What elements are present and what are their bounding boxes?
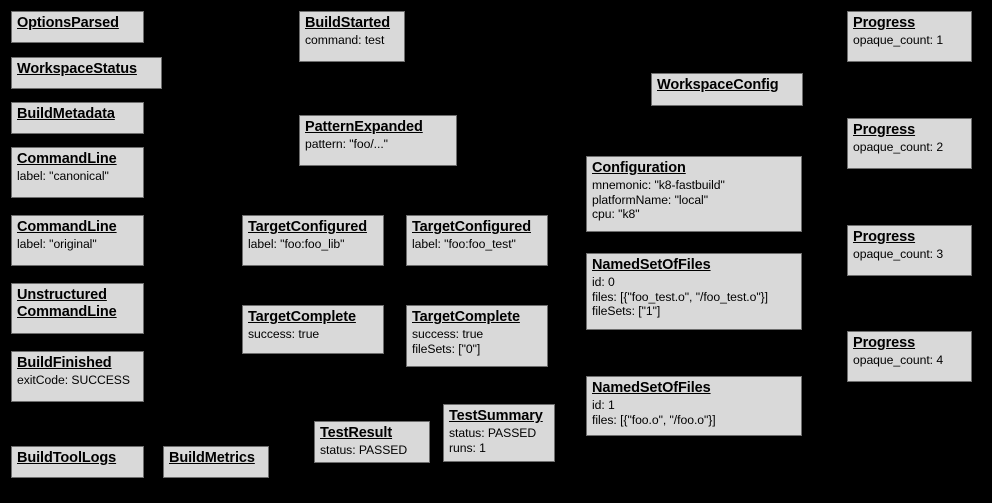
node-title: BuildFinished [17,355,112,371]
node-progress-1[interactable]: Progress opaque_count: 1 [847,11,972,62]
node-configuration[interactable]: Configuration mnemonic: "k8-fastbuild" pl… [586,156,802,232]
node-fields: success: true fileSets: ["0"] [412,327,484,356]
node-build-metadata[interactable]: BuildMetadata [11,102,144,134]
node-target-configured-lib[interactable]: TargetConfigured label: "foo:foo_lib" [242,215,384,266]
node-named-set-of-files-1[interactable]: NamedSetOfFiles id: 1 files: [{"foo.o", "… [586,376,802,436]
node-fields: status: PASSED [320,443,408,458]
node-fields: status: PASSED runs: 1 [449,426,537,455]
node-fields: label: "canonical" [17,169,109,184]
node-fields: success: true [248,327,320,342]
node-fields: opaque_count: 2 [853,140,944,155]
node-test-result[interactable]: TestResult status: PASSED [314,421,430,463]
node-title: Unstructured CommandLine [17,287,117,321]
node-build-tool-logs[interactable]: BuildToolLogs [11,446,144,478]
node-title: OptionsParsed [17,15,119,31]
node-title: BuildMetadata [17,106,115,122]
node-fields: opaque_count: 4 [853,353,944,368]
node-progress-2[interactable]: Progress opaque_count: 2 [847,118,972,169]
node-command-line-original[interactable]: CommandLine label: "original" [11,215,144,266]
node-title: BuildStarted [305,15,391,31]
node-title: Progress [853,122,916,138]
node-workspace-config[interactable]: WorkspaceConfig [651,73,803,106]
node-fields: label: "foo:foo_lib" [248,237,345,252]
node-build-finished[interactable]: BuildFinished exitCode: SUCCESS [11,351,144,402]
node-title: Progress [853,335,916,351]
node-fields: opaque_count: 3 [853,247,944,262]
node-fields: id: 0 files: [{"foo_test.o", "/foo_test.… [592,275,768,318]
node-target-complete-lib[interactable]: TargetComplete success: true [242,305,384,354]
node-fields: pattern: "foo/..." [305,137,388,152]
node-fields: id: 1 files: [{"foo.o", "/foo.o"}] [592,398,716,427]
node-build-started[interactable]: BuildStarted command: test [299,11,405,62]
node-fields: label: "original" [17,237,97,252]
node-title: WorkspaceStatus [17,61,137,77]
node-command-line-canonical[interactable]: CommandLine label: "canonical" [11,147,144,198]
node-fields: mnemonic: "k8-fastbuild" platformName: "… [592,178,725,221]
node-fields: exitCode: SUCCESS [17,373,130,388]
node-title: TargetConfigured [412,219,531,235]
node-test-summary[interactable]: TestSummary status: PASSED runs: 1 [443,404,555,462]
node-title: TargetConfigured [248,219,367,235]
node-title: NamedSetOfFiles [592,380,711,396]
node-title: WorkspaceConfig [657,77,779,93]
node-options-parsed[interactable]: OptionsParsed [11,11,144,43]
node-pattern-expanded[interactable]: PatternExpanded pattern: "foo/..." [299,115,457,166]
node-title: PatternExpanded [305,119,423,135]
node-fields: command: test [305,33,385,48]
node-title: NamedSetOfFiles [592,257,711,273]
node-progress-3[interactable]: Progress opaque_count: 3 [847,225,972,276]
node-title: BuildToolLogs [17,450,117,466]
node-target-configured-test[interactable]: TargetConfigured label: "foo:foo_test" [406,215,548,266]
node-unstructured-command-line[interactable]: Unstructured CommandLine [11,283,144,334]
node-title: TestResult [320,425,393,441]
node-title: CommandLine [17,219,117,235]
node-progress-4[interactable]: Progress opaque_count: 4 [847,331,972,382]
node-fields: label: "foo:foo_test" [412,237,516,252]
node-title: Progress [853,229,916,245]
node-workspace-status[interactable]: WorkspaceStatus [11,57,162,89]
node-title: Progress [853,15,916,31]
node-fields: opaque_count: 1 [853,33,944,48]
node-title: CommandLine [17,151,117,167]
node-title: TargetComplete [412,309,520,325]
node-title: TargetComplete [248,309,356,325]
node-target-complete-test[interactable]: TargetComplete success: true fileSets: ["… [406,305,548,367]
node-title: TestSummary [449,408,543,424]
node-named-set-of-files-0[interactable]: NamedSetOfFiles id: 0 files: [{"foo_test.… [586,253,802,330]
node-title: Configuration [592,160,686,176]
node-title: BuildMetrics [169,450,255,466]
node-build-metrics[interactable]: BuildMetrics [163,446,269,478]
